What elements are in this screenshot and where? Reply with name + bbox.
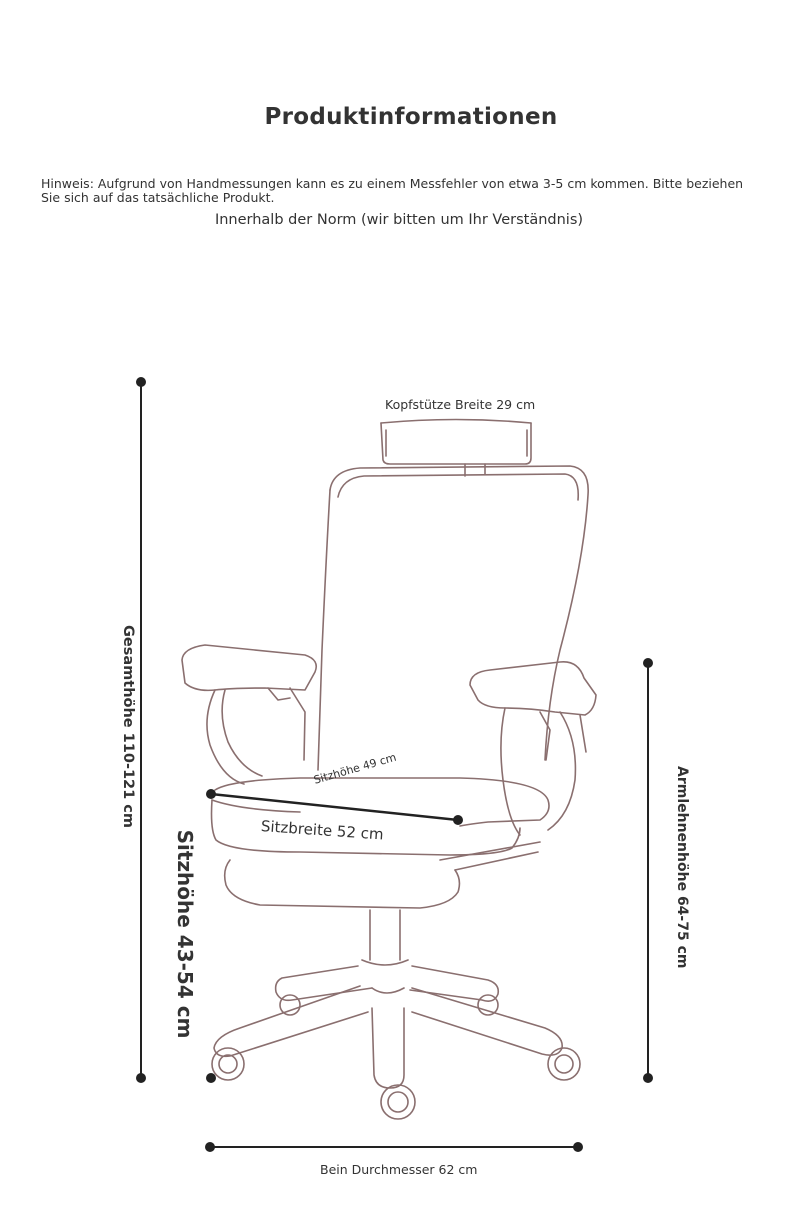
total-height-bottom-marker: [136, 1073, 146, 1083]
base-diameter-label: Bein Durchmesser 62 cm: [320, 1162, 478, 1177]
armrest-height-label: Armlehnenhöhe 64-75 cm: [674, 766, 690, 969]
base-diameter-left-marker: [205, 1142, 215, 1152]
total-height-label: Gesamthöhe 110-121 cm: [120, 625, 136, 828]
chair-illustration: [181, 418, 597, 1120]
armrest-height-top-marker: [643, 658, 653, 668]
total-height-top-marker: [136, 377, 146, 387]
seat-width-line: [210, 792, 459, 822]
page-title: Produktinformationen: [264, 104, 558, 130]
base-diameter-right-marker: [573, 1142, 583, 1152]
measurement-note: Hinweis: Aufgrund von Handmessungen kann…: [41, 176, 744, 205]
tolerance-note: Innerhalb der Norm (wir bitten um Ihr Ve…: [214, 212, 584, 228]
seat-width-right-marker: [453, 815, 463, 825]
seat-width-left-marker: [206, 789, 216, 799]
seat-height-bottom-marker: [206, 1073, 216, 1083]
armrest-height-bottom-marker: [643, 1073, 653, 1083]
seat-height-label: Sitzhöhe 43-54 cm: [173, 829, 197, 1039]
headrest-width-label: Kopfstütze Breite 29 cm: [385, 397, 536, 412]
